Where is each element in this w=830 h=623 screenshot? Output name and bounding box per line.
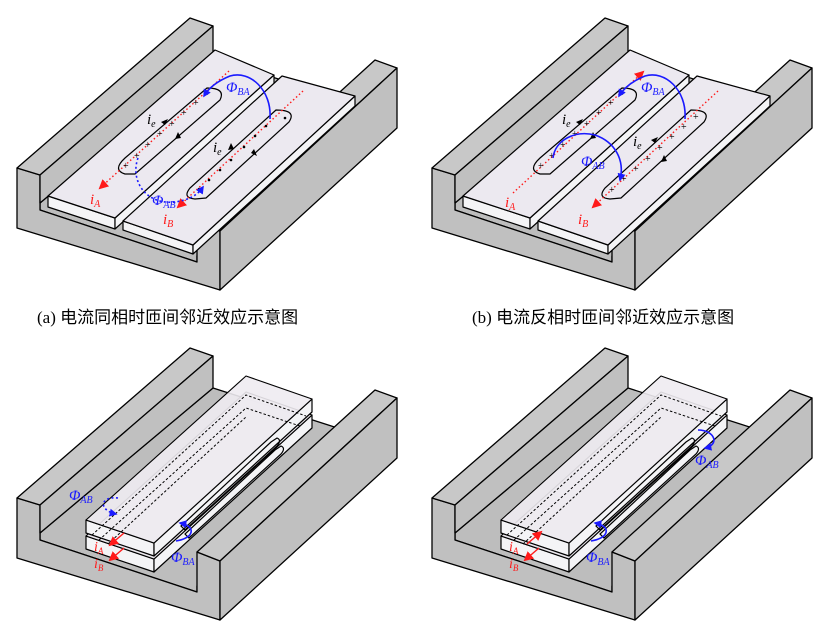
svg-text:+: + (181, 108, 187, 119)
current-b-label: iB (509, 557, 519, 573)
caption-a: (a) 电流同相时匝间邻近效应示意图 (37, 308, 299, 327)
hidden-edge (506, 394, 722, 536)
svg-text:+: + (621, 174, 627, 185)
current-a-label: iA (90, 192, 101, 210)
svg-text:+: + (608, 98, 614, 109)
eddy-arrow (228, 143, 234, 150)
svg-text:+: + (123, 161, 129, 172)
svg-text:+: + (609, 185, 615, 196)
flux-ba-arc (590, 520, 607, 542)
current-a-label: iA (509, 540, 519, 556)
current-b-arrow (523, 547, 540, 562)
eddy-label-a: ie (562, 112, 571, 130)
eddy-label-b: ie (633, 134, 642, 152)
edge-eddy-loops (184, 445, 285, 539)
flux-ab-label: ΦAB (581, 154, 605, 172)
eddy-loop-a (117, 87, 223, 175)
svg-text:+: + (169, 119, 175, 130)
flux-ba-label: ΦBA (226, 80, 251, 98)
eddy-label-a: ie (147, 112, 156, 130)
current-b-label: iB (163, 212, 173, 230)
svg-text:+: + (549, 151, 555, 162)
eddy-arrow (590, 132, 596, 139)
current-a-label: iA (94, 540, 104, 556)
svg-text:+: + (134, 151, 140, 162)
svg-text:+: + (145, 140, 151, 151)
hidden-edge (513, 407, 716, 541)
eddy-arrow (161, 119, 168, 125)
eddy-loop-a (532, 87, 638, 175)
flux-ab-label: ΦAB (69, 488, 93, 506)
eddy-arrow (251, 149, 257, 156)
svg-text:+: + (596, 108, 602, 119)
hidden-edge (98, 407, 301, 541)
flux-ab-arc (697, 429, 715, 451)
flux-ab-arc (552, 133, 626, 182)
current-a-arrow (108, 532, 125, 547)
current-b-label: iB (578, 212, 588, 230)
svg-text:+: + (681, 122, 687, 133)
svg-text:+: + (657, 143, 663, 154)
eddy-arrow (661, 155, 667, 162)
svg-text:+: + (157, 129, 163, 140)
edge-eddy-loops (595, 437, 696, 531)
eddy-arrow (651, 137, 658, 143)
svg-text:+: + (538, 161, 544, 172)
current-b-label: iB (94, 557, 104, 573)
svg-text:+: + (669, 132, 675, 143)
conductor-a (47, 49, 275, 230)
eddy-arrow (576, 119, 583, 125)
panel-a: + + + + + + + + ΦBA ΦAB ie ie iA (16, 17, 398, 291)
svg-text:+: + (633, 164, 639, 175)
current-axis-b (591, 90, 719, 209)
flux-ba-arc (618, 74, 686, 120)
svg-text:+: + (693, 112, 699, 123)
current-axis-a (512, 70, 645, 194)
flux-ba-label: ΦBA (171, 550, 196, 568)
edge-eddy-loops (599, 445, 700, 539)
edge-eddy-loops (180, 437, 281, 531)
current-a-label: iA (505, 195, 516, 213)
panel-b: + + + + + + + + + + + + + + + + ΦBA ΦAB … (431, 17, 813, 291)
svg-text:+: + (584, 119, 590, 130)
svg-text:+: + (193, 98, 199, 109)
caption-b: (b) 电流反相时匝间邻近效应示意图 (472, 308, 735, 327)
current-a-arrow (526, 530, 543, 545)
eddy-arrow (175, 132, 181, 139)
hidden-edge (91, 394, 307, 536)
flux-ab-arc (135, 157, 204, 203)
flux-ab-label: ΦAB (152, 193, 176, 211)
flux-ba-arc (175, 520, 192, 542)
eddy-loop-b (186, 109, 292, 200)
flux-ba-arc (203, 74, 271, 120)
panel-d: ΦAB ΦBA iA iB (431, 347, 813, 621)
flux-ba-label: ΦBA (641, 80, 666, 98)
eddy-label-b: ie (213, 140, 222, 158)
current-b-arrow (108, 547, 125, 562)
eddy-loop-b (601, 109, 707, 200)
svg-text:+: + (645, 154, 651, 165)
flux-ab-label: ΦAB (695, 453, 719, 471)
current-axis-b (176, 90, 304, 209)
svg-text:+: + (560, 140, 566, 151)
panel-c: ΦAB ΦBA iA iB (16, 347, 398, 621)
flux-ba-label: ΦBA (586, 550, 611, 568)
